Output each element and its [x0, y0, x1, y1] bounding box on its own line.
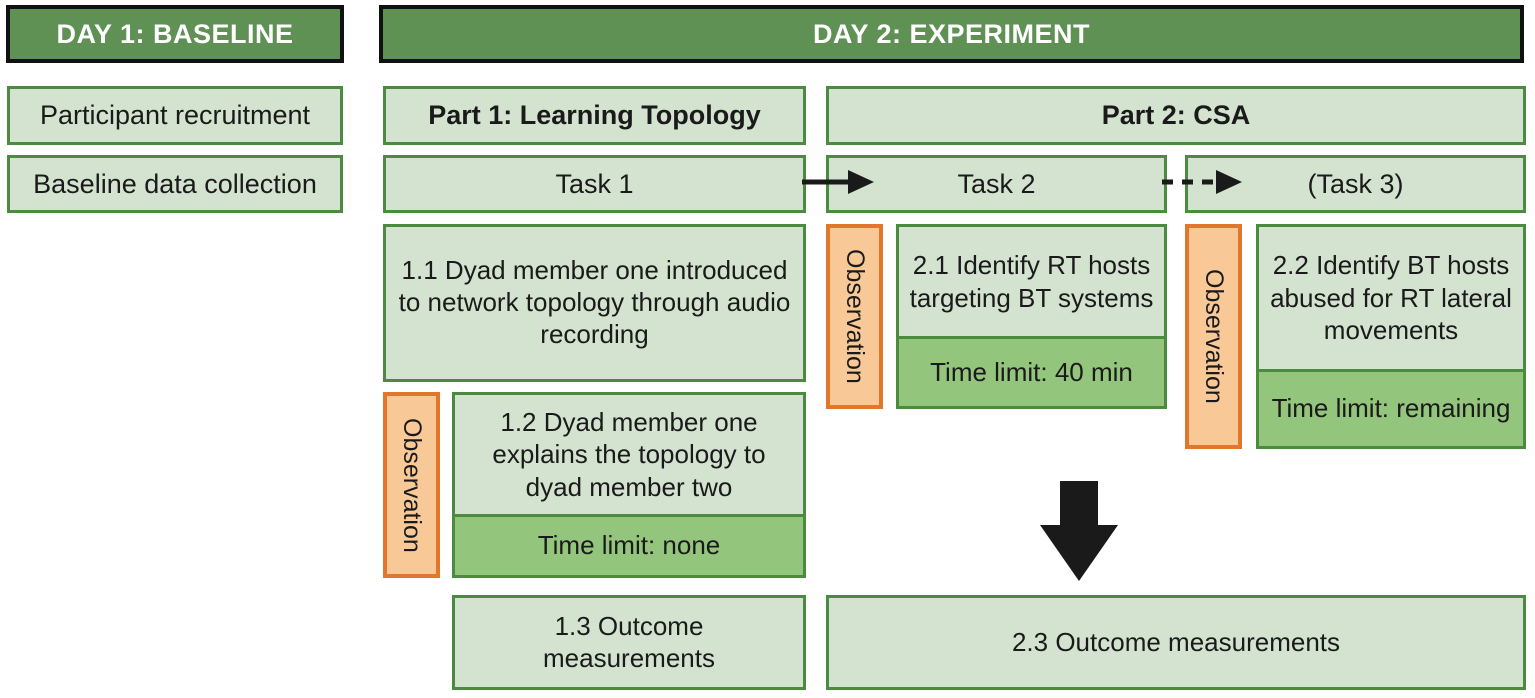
day2-header: DAY 2: EXPERIMENT [379, 5, 1524, 63]
down-arrow-shape [1040, 481, 1118, 581]
task2-to-task3-arrow [1162, 170, 1242, 194]
part2-header: Part 2: CSA [826, 86, 1526, 145]
observation-label-part1: Observation [383, 392, 440, 578]
part1-header: Part 1: Learning Topology [383, 86, 806, 145]
task2-box: Task 2 [826, 155, 1167, 213]
step-1-1-box: 1.1 Dyad member one introduced to networ… [383, 224, 806, 382]
step-2-1-time-limit: Time limit: 40 min [899, 336, 1164, 406]
observation-label-task2: Observation [826, 224, 883, 409]
step-1-3-box: 1.3 Outcome measurements [452, 595, 806, 690]
observation-label-task3: Observation [1185, 224, 1242, 449]
step-1-2-box: 1.2 Dyad member one explains the topolog… [452, 392, 806, 578]
step-1-2-text: 1.2 Dyad member one explains the topolog… [492, 406, 766, 502]
step-1-2-time-limit: Time limit: none [455, 514, 803, 575]
participant-recruitment-box: Participant recruitment [7, 86, 343, 145]
task1-to-task2-arrow [802, 170, 874, 194]
down-arrow-icon [1040, 481, 1118, 581]
arrow-head-icon [848, 170, 874, 194]
step-2-2-box: 2.2 Identify BT hosts abused for RT late… [1256, 224, 1526, 449]
task1-box: Task 1 [383, 155, 806, 213]
day1-header: DAY 1: BASELINE [6, 5, 344, 63]
step-2-3-box: 2.3 Outcome measurements [826, 595, 1526, 690]
task3-box: (Task 3) [1185, 155, 1526, 213]
baseline-data-collection-box: Baseline data collection [7, 155, 343, 213]
step-2-2-time-limit: Time limit: remaining [1259, 369, 1523, 446]
step-2-1-box: 2.1 Identify RT hosts targeting BT syste… [896, 224, 1167, 409]
step-2-2-text: 2.2 Identify BT hosts abused for RT late… [1270, 250, 1512, 346]
step-2-1-text: 2.1 Identify RT hosts targeting BT syste… [909, 250, 1154, 313]
dashed-arrow-head-icon [1216, 170, 1242, 194]
